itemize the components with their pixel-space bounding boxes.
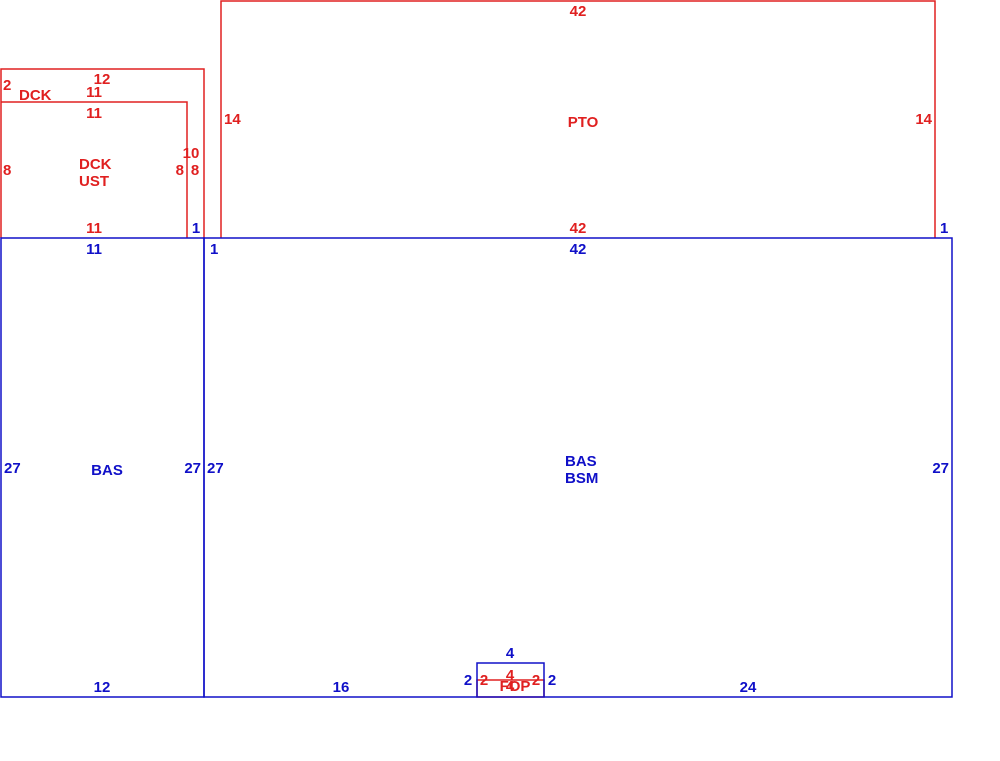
bas-left-dim-left: 27 — [4, 460, 21, 477]
fop-dim-left: 2 — [480, 672, 488, 689]
dck-dim-right-lower: 8 — [191, 162, 199, 179]
dck-ust-outline[interactable] — [1, 101, 188, 238]
dck-ust-dim-bottom: 11 — [86, 220, 102, 237]
bas-bsm-dim-bottom-left: 16 — [333, 679, 350, 696]
pto-dim-bottom: 42 — [570, 220, 587, 237]
fop-outer-dim-top: 4 — [506, 645, 515, 662]
pto-outline[interactable] — [220, 0, 936, 238]
dck-ust-code-line2: UST — [79, 173, 109, 190]
bas-left-dim-bottom: 12 — [94, 679, 111, 696]
bas-left-code: BAS — [91, 462, 123, 479]
pto-dim-top: 42 — [570, 3, 587, 20]
dck-code: DCK — [19, 87, 52, 104]
fop-code: FOP — [500, 678, 531, 695]
pto-dim-offset: 1 — [940, 220, 948, 237]
bas-bsm-dim-left: 27 — [207, 460, 224, 477]
dck-dim-bottom: 1 — [192, 220, 200, 237]
bas-left-dim-right: 27 — [184, 460, 201, 477]
dck-dim-right: 10 — [183, 145, 200, 162]
bas-bsm-dim-offset: 1 — [210, 241, 218, 258]
bas-bsm-dim-top: 42 — [570, 241, 587, 258]
fop-dim-right: 2 — [532, 672, 540, 689]
pto-dim-left: 14 — [224, 111, 241, 128]
bas-bsm-dim-bottom-right: 24 — [740, 679, 757, 696]
pto-dim-right: 14 — [915, 111, 932, 128]
dck-ust-code-line1: DCK — [79, 156, 112, 173]
fop-dim-top: 4 — [506, 667, 515, 684]
bas-bsm-dim-right: 27 — [932, 460, 949, 477]
bas-bsm-outline[interactable] — [203, 237, 953, 698]
dck-ust-dim-left: 8 — [3, 162, 11, 179]
pto-code: PTO — [568, 114, 599, 131]
bas-bsm-code-line1: BAS — [565, 453, 597, 470]
dck-ust-dim-top: 11 — [86, 105, 102, 122]
dck-outline[interactable] — [0, 68, 205, 238]
dck-dim-inner-top: 11 — [86, 84, 102, 101]
bas-left-dim-top: 11 — [86, 241, 102, 258]
fop-outer-dim-left: 2 — [464, 672, 472, 689]
bas-bsm-code-line2: BSM — [565, 470, 598, 487]
dck-ust-dim-right: 8 — [176, 162, 184, 179]
dck-dim-corner: 2 — [3, 77, 11, 94]
fop-outer-dim-right: 2 — [548, 672, 556, 689]
dck-dim-top: 12 — [94, 71, 111, 88]
fop-bump-outline[interactable] — [476, 662, 545, 697]
fop-dim-bottom: 4 — [506, 678, 515, 695]
